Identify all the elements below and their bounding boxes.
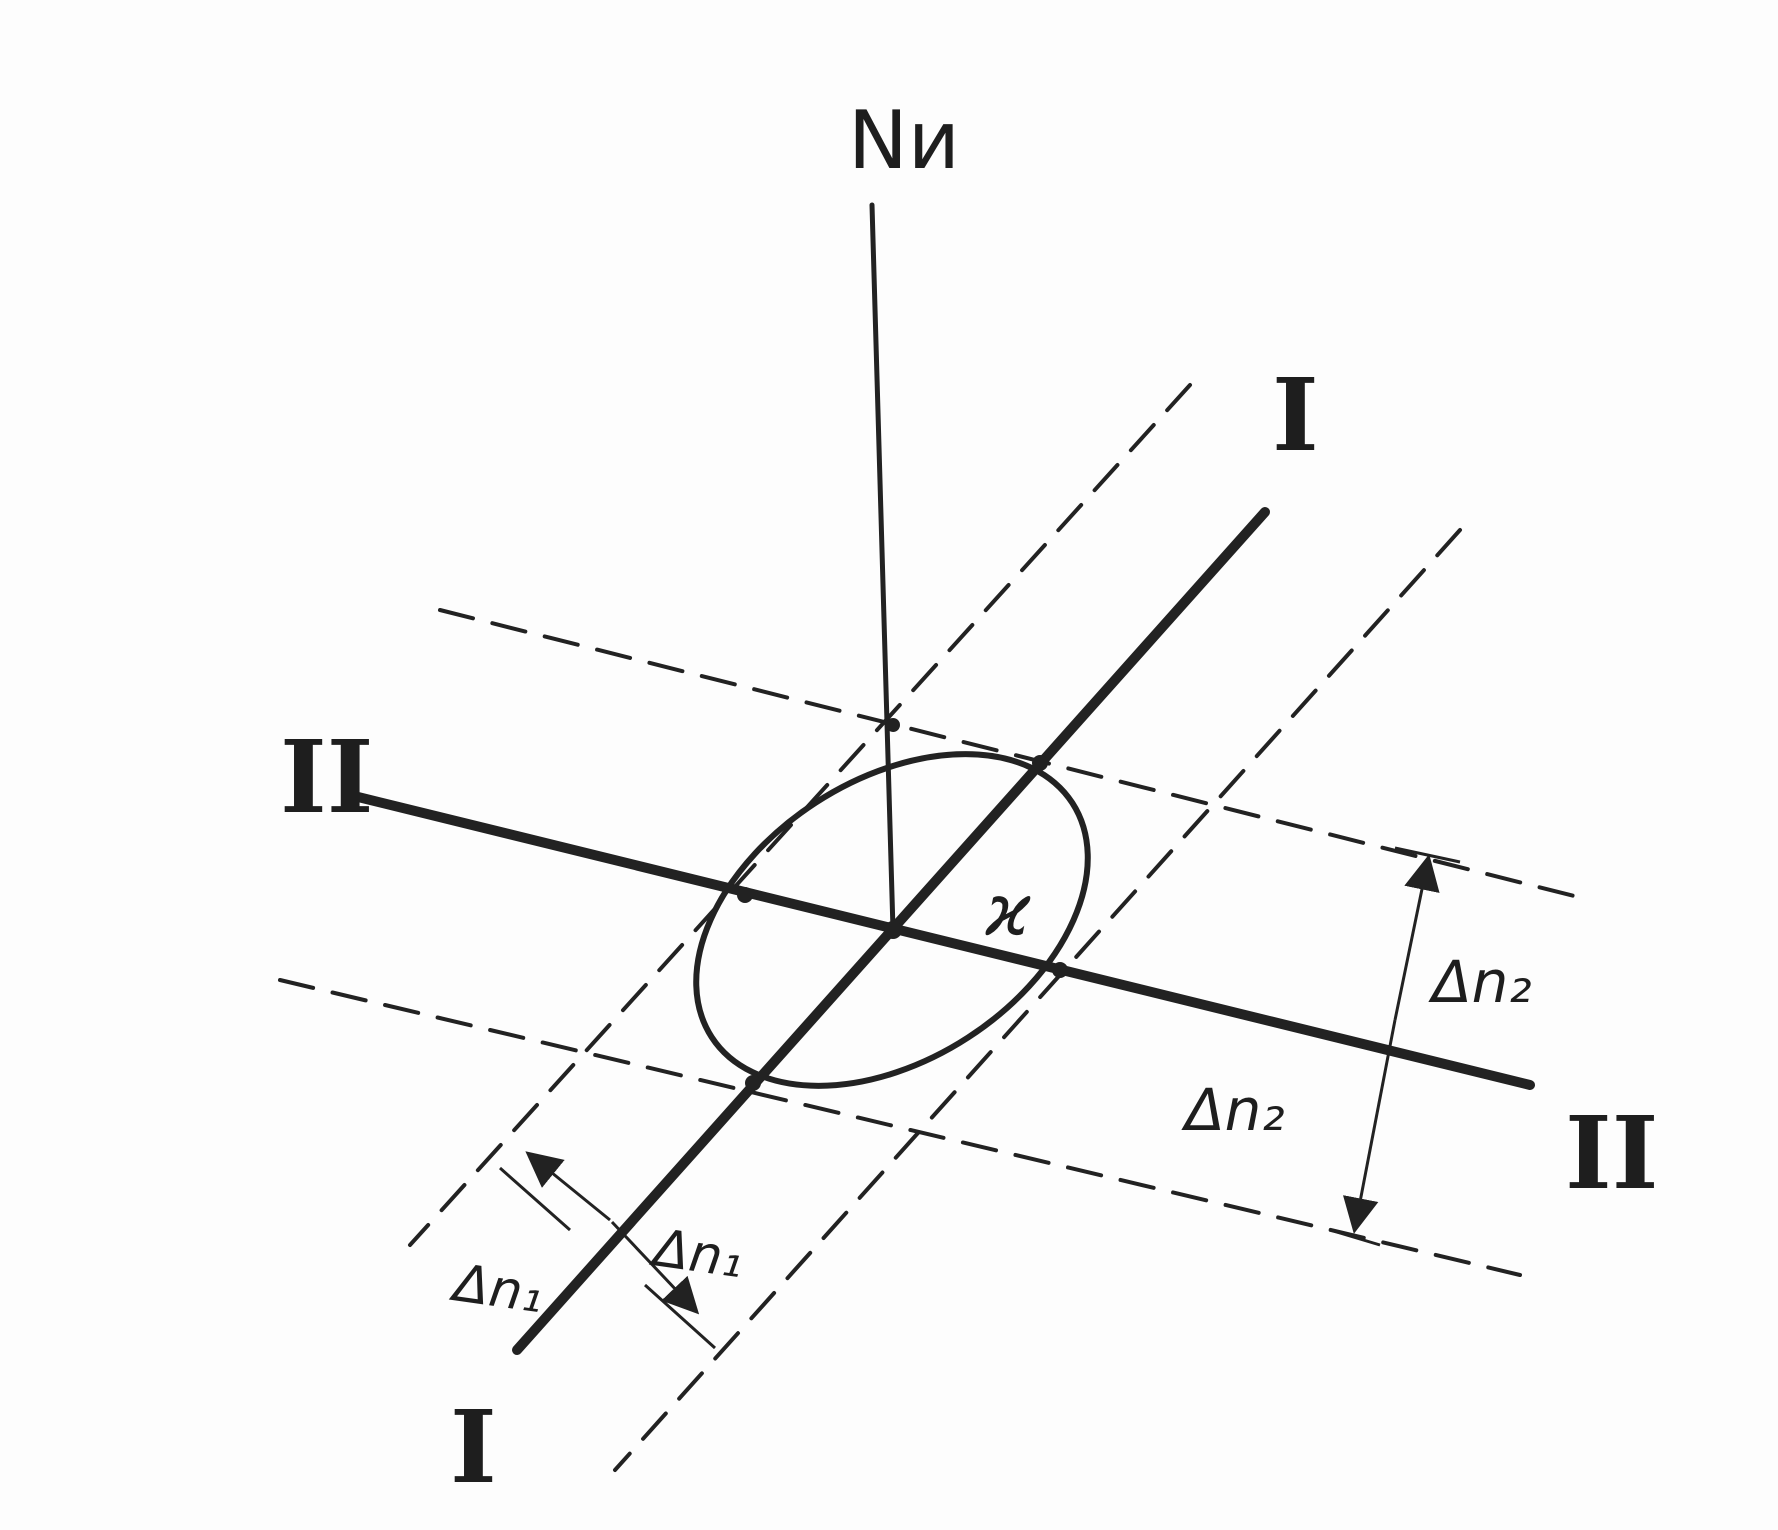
label-line-I-top: I <box>1272 356 1319 474</box>
delta-n1-extension-left <box>499 1166 571 1232</box>
label-line-II-left: II <box>280 718 374 836</box>
label-line-II-right: II <box>1565 1094 1659 1212</box>
label-vertical-axis: Nи <box>848 94 960 187</box>
delta-n2-dimension-arrow-down <box>1342 1019 1397 1234</box>
delta-n1-dimension-arrow-left <box>525 1151 611 1222</box>
dashed-line-I-left <box>408 383 1192 1247</box>
delta-n1-dimension-arrow-right <box>610 1220 700 1315</box>
label-delta-n2-lower: Δn₂ <box>1181 1076 1285 1144</box>
dashed-line-II-upper <box>438 608 1592 902</box>
delta-n2-extension-bottom <box>1329 1228 1381 1247</box>
label-ellipse-symbol: ϰ <box>984 870 1032 952</box>
delta-n2-dimension-arrow-up <box>1393 854 1440 1021</box>
line-II <box>345 790 1535 1090</box>
ellipse-line-II-right-point <box>1052 962 1068 978</box>
label-delta-n1-right: Δn₁ <box>646 1218 747 1290</box>
dashed-line-I-right <box>613 528 1462 1472</box>
ellipse-line-I-top-point <box>1032 755 1048 771</box>
vertical-axis-line <box>869 202 896 933</box>
center-point <box>884 921 902 939</box>
label-line-I-bottom: I <box>450 1388 497 1506</box>
delta-n1-extension-right <box>643 1283 717 1350</box>
ellipse-line-I-bottom-point <box>745 1075 761 1091</box>
label-delta-n1-left: Δn₁ <box>446 1253 547 1325</box>
axis-dashed-intersection-point <box>886 718 900 732</box>
ellipse <box>693 751 1091 1089</box>
ellipse-line-II-left-point <box>737 887 753 903</box>
label-delta-n2-upper: Δn₂ <box>1428 948 1532 1016</box>
